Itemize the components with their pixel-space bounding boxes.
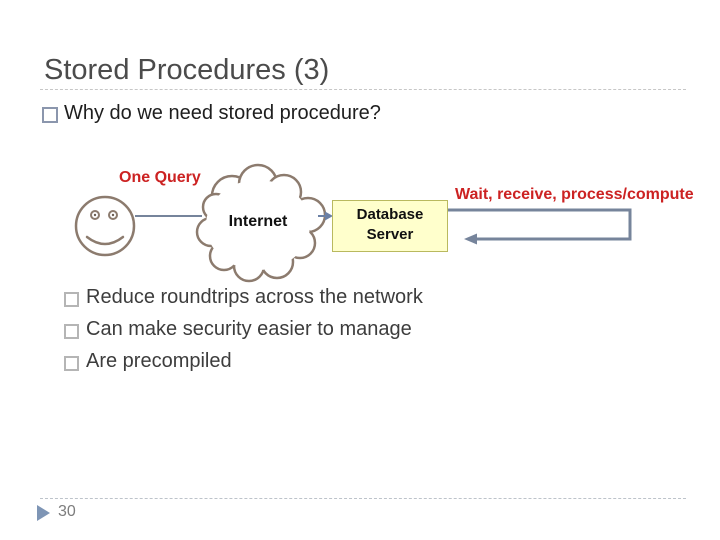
database-server-label: Database Server [356, 206, 424, 244]
square-outline-bullet-icon [64, 356, 79, 371]
question-bullet-row: Why do we need stored procedure? [42, 102, 381, 125]
smiley-face-icon [74, 195, 136, 257]
benefit-bullet-row: Are precompiled [64, 350, 423, 382]
right-arrow-icon [318, 211, 333, 221]
footer-divider [40, 498, 686, 499]
benefit-bullet-text: Reduce roundtrips across the network [86, 286, 423, 308]
page-number: 30 [58, 503, 76, 520]
benefit-bullet-text: Are precompiled [86, 350, 232, 372]
benefit-bullet-list: Reduce roundtrips across the network Can… [64, 286, 423, 382]
u-turn-left-arrow-icon [448, 208, 632, 245]
internet-label: Internet [228, 213, 288, 230]
slide-title: Stored Procedures (3) [44, 54, 330, 86]
question-bullet-text: Why do we need stored procedure? [64, 102, 381, 124]
benefit-bullet-text: Can make security easier to manage [86, 318, 412, 340]
square-outline-bullet-icon [64, 292, 79, 307]
benefit-bullet-row: Can make security easier to manage [64, 318, 423, 350]
benefit-bullet-row: Reduce roundtrips across the network [64, 286, 423, 318]
title-divider [40, 89, 686, 90]
square-outline-bullet-icon [42, 107, 58, 123]
square-outline-bullet-icon [64, 324, 79, 339]
play-triangle-icon [37, 505, 50, 521]
database-server-box: Database Server [332, 200, 448, 252]
response-label: Wait, receive, process/compute [455, 186, 694, 203]
one-query-label: One Query [119, 169, 201, 186]
